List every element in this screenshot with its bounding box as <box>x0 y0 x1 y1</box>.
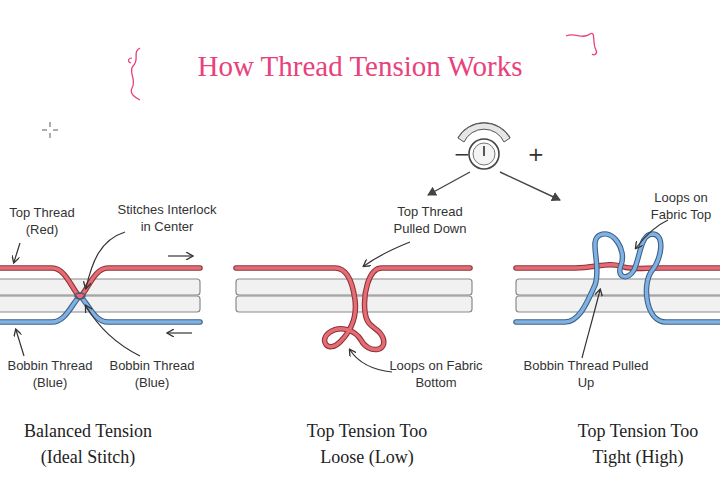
callout-label: Bobbin Thread Pulled Up <box>518 358 654 392</box>
thread-label: Top Thread (Red) <box>2 205 82 239</box>
minus-sign: − <box>452 144 472 164</box>
callout-label: Loops on Fabric Top <box>646 190 716 224</box>
callout-label: Stitches Interlock in Center <box>112 202 222 236</box>
diagram-title: How Thread Tension Works <box>140 50 580 83</box>
thread-label: Bobbin Thread (Blue) <box>2 358 98 392</box>
callout-label: Loops on Fabric Bottom <box>386 358 486 392</box>
callout-label: Top Thread Pulled Down <box>378 204 482 238</box>
panel-caption: Top Tension Too Tight (High) <box>562 418 714 470</box>
panel-caption: Top Tension Too Loose (Low) <box>298 418 436 470</box>
panel-caption: Balanced Tension (Ideal Stitch) <box>8 418 168 470</box>
plus-sign: + <box>526 144 546 164</box>
thread-label: Bobbin Thread (Blue) <box>100 358 204 392</box>
